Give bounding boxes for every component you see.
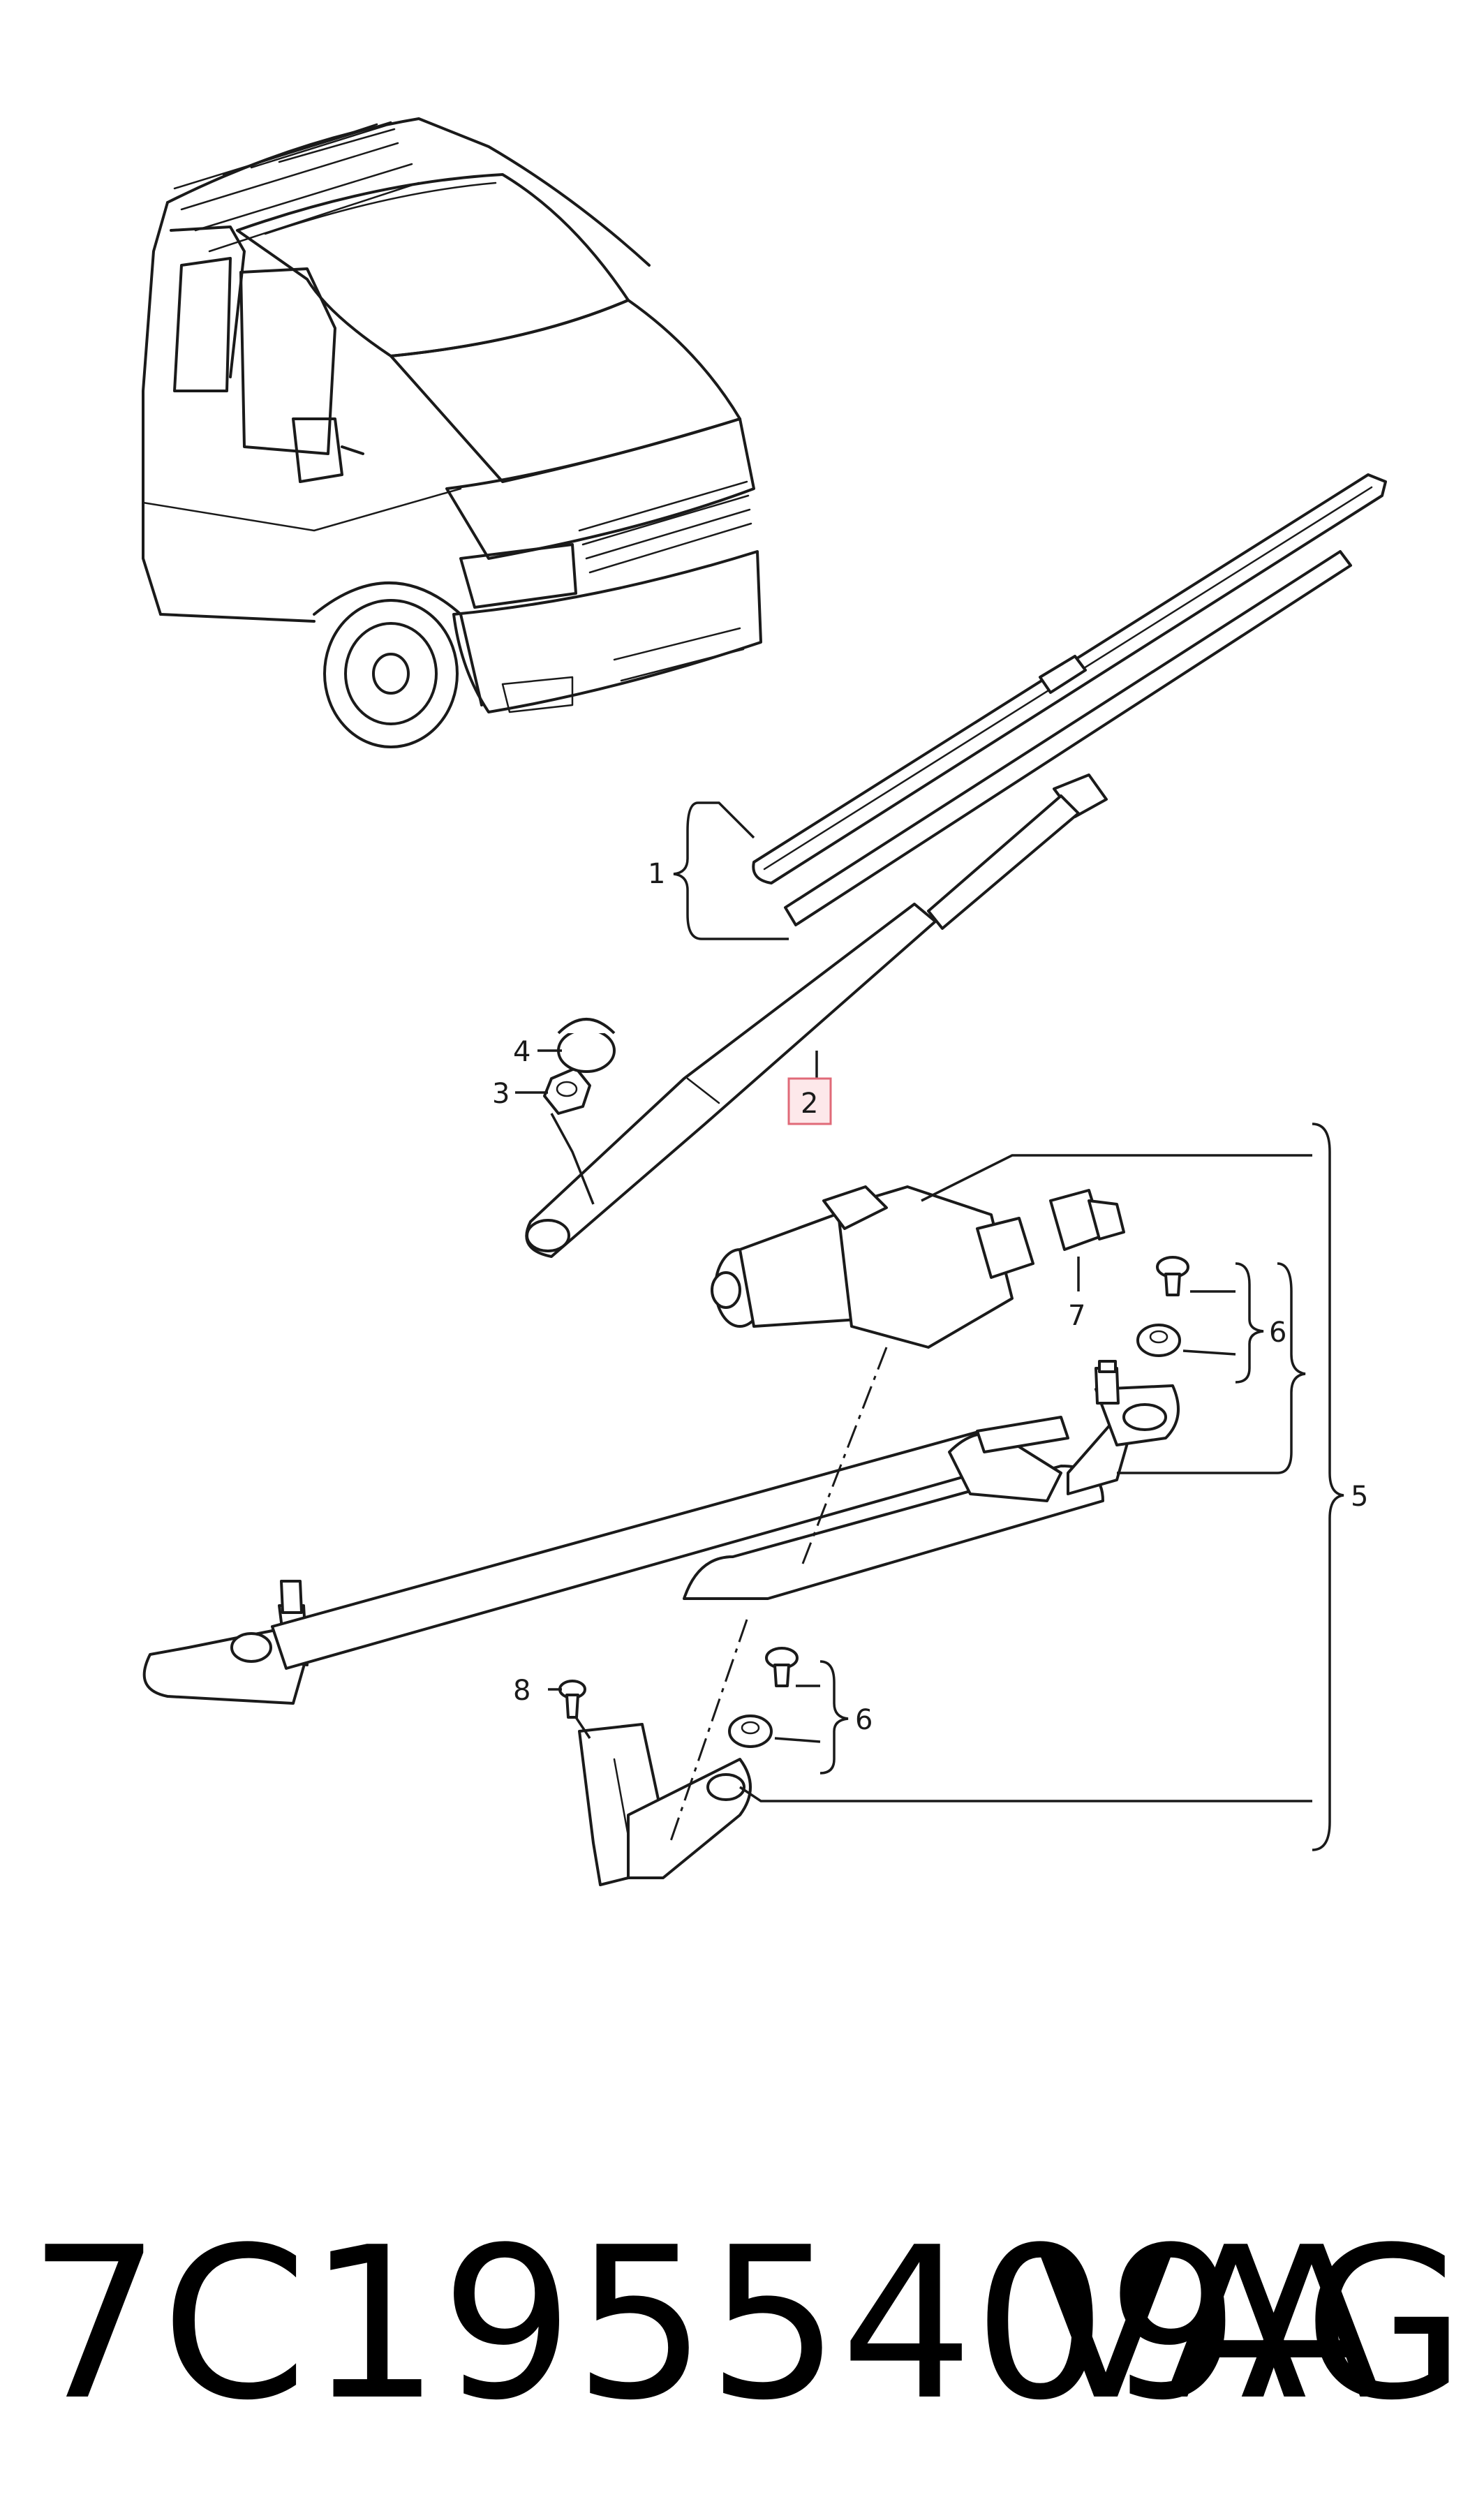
callout-6-upper: 6 (1269, 1317, 1286, 1349)
van-illustration (142, 117, 762, 748)
wiper-blade (752, 473, 1387, 926)
wiper-linkage (142, 1360, 1180, 1705)
leader-lines (515, 801, 1344, 1851)
mounting-bracket (578, 1723, 752, 1886)
screw-upper (1156, 1256, 1189, 1296)
callout-4: 4 (513, 1036, 530, 1068)
grommet-upper (1136, 1324, 1181, 1357)
screw-lower (765, 1647, 799, 1687)
callout-7: 7 (1068, 1300, 1085, 1332)
part-number: 7C1955409A (28, 2202, 1383, 2446)
wiper-motor (711, 1185, 1034, 1349)
wiper-arm (525, 773, 1108, 1258)
brand-label: VAG (1034, 2202, 1466, 2446)
footer: 7C1955409A VAG (28, 2199, 1466, 2450)
callout-3: 3 (492, 1078, 510, 1110)
callout-2: 2 (801, 1088, 818, 1120)
callout-8: 8 (513, 1675, 530, 1707)
connector (1049, 1189, 1125, 1251)
callout-6-lower: 6 (855, 1704, 873, 1736)
grommet-lower (728, 1715, 773, 1748)
callout-1: 1 (648, 858, 665, 890)
arm-nut (543, 1067, 591, 1115)
screw-bracket (558, 1680, 586, 1719)
callout-5: 5 (1351, 1481, 1368, 1513)
assembly-line-motor (801, 1347, 888, 1564)
assembly-line-bracket (669, 1619, 748, 1844)
callout-2-highlight (787, 1077, 832, 1125)
arm-cap (557, 1018, 616, 1073)
